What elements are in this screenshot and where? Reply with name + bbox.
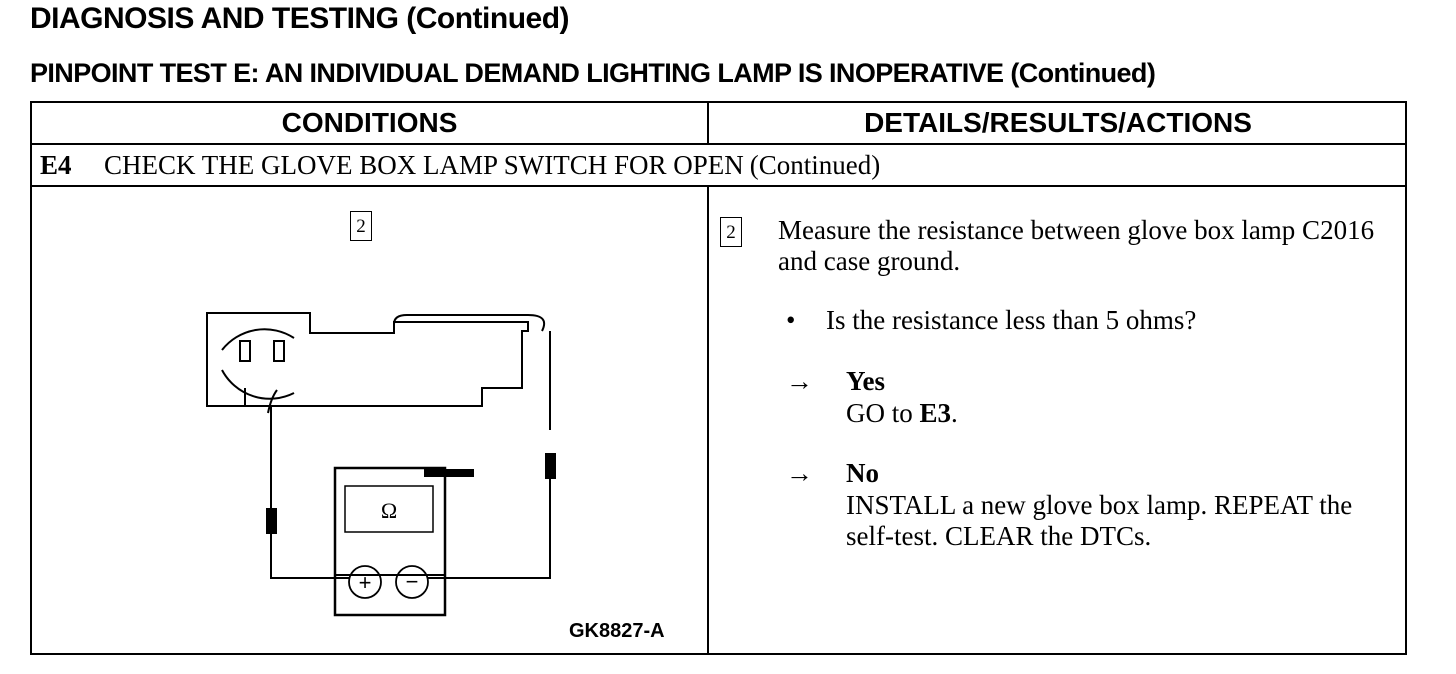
minus-symbol: − [406,569,419,594]
lamp-terminal [239,340,251,362]
lamp-terminal [273,340,285,362]
question-text: Is the resistance less than 5 ohms? [826,305,1197,335]
negative-jack [395,565,429,599]
test-lead-positive [244,388,349,579]
lamp-switch [424,469,474,477]
ohmmeter [333,466,447,617]
switch-wire [393,314,546,332]
yes-label: Yes [846,366,885,396]
lamp-socket-arc [221,328,295,351]
step-title: CHECK THE GLOVE BOX LAMP SWITCH FOR OPEN [104,150,744,180]
yes-action-suffix: . [951,398,958,428]
conditions-column-header: CONDITIONS [281,107,458,138]
ohmmeter-display [344,485,434,533]
yes-action-prefix: GO to [846,398,920,428]
step-title-suffix: (Continued) [749,150,881,180]
yes-action: GO to E3. [846,398,958,429]
no-action: INSTALL a new glove box lamp. REPEAT the… [846,490,1353,551]
probe-negative [545,453,556,479]
section-title: DIAGNOSIS AND TESTING (Continued) [30,2,570,35]
yes-arrow-icon: → [786,366,813,396]
test-lead-positive [267,389,278,414]
column-divider [707,103,709,143]
glove-box-lamp [206,312,529,407]
yes-action-target: E3 [919,398,952,428]
plus-symbol: + [359,570,372,595]
pinpoint-test-table: CONDITIONS DETAILS/RESULTS/ACTIONS E4 CH… [30,101,1407,655]
probe-positive [266,508,277,534]
ohmmeter-test-diagram: Ω + − [206,312,556,617]
details-step-number: 2 [720,217,742,247]
step-title-wrap: CHECK THE GLOVE BOX LAMP SWITCH FOR OPEN… [104,145,880,185]
ohm-symbol: Ω [381,498,397,523]
positive-jack [348,565,382,599]
figure-code: GK8827-A [569,620,665,642]
details-column-header: DETAILS/RESULTS/ACTIONS [864,107,1252,138]
no-label: No [846,458,879,488]
table-header-row: CONDITIONS DETAILS/RESULTS/ACTIONS [32,103,1405,145]
lamp-socket-arc [221,369,295,400]
pinpoint-test-title: PINPOINT TEST E: AN INDIVIDUAL DEMAND LI… [30,58,1156,88]
conditions-step-number: 2 [350,211,372,241]
bullet: • [786,305,796,335]
column-divider [707,187,709,655]
test-lead-negative [428,331,551,579]
no-arrow-icon: → [786,458,813,488]
instruction-text: Measure the resistance between glove box… [778,215,1375,276]
step-row: E4 CHECK THE GLOVE BOX LAMP SWITCH FOR O… [32,145,1405,187]
step-id: E4 [40,150,72,180]
